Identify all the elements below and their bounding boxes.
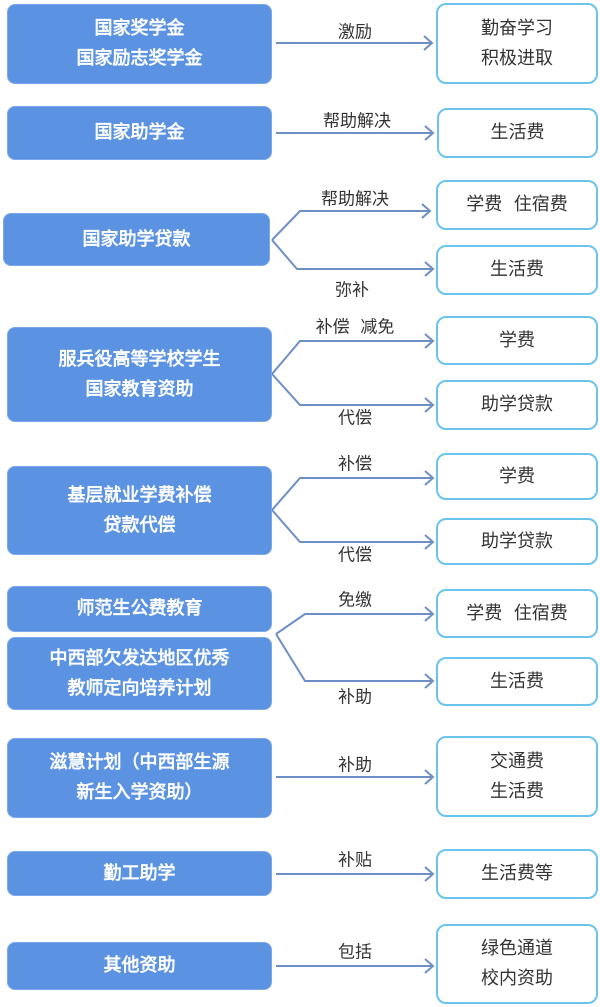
source-text: 国家奖学金 — [94, 18, 185, 39]
source-text: 师范生公费教育 — [76, 598, 203, 619]
source-box: 国家助学贷款 — [3, 213, 270, 266]
target-text: 生活费等 — [481, 863, 553, 884]
target-text: 勤奋学习 — [481, 17, 553, 39]
edge-label: 补助 — [338, 755, 372, 776]
target-box: 勤奋学习 积极进取 — [436, 3, 598, 84]
target-box: 交通费 生活费 — [436, 736, 598, 817]
target-text: 交通费 — [490, 750, 544, 772]
arrow-row8 — [276, 866, 435, 882]
source-box: 服兵役高等学校学生 国家教育资助 — [7, 327, 272, 422]
source-text: 贷款代偿 — [103, 514, 176, 536]
source-text: 中西部欠发达地区优秀 — [49, 647, 230, 669]
arrow-row6 — [275, 606, 435, 689]
target-box: 助学贷款 — [436, 518, 598, 565]
target-text: 校内资助 — [481, 968, 553, 989]
source-box: 国家奖学金 国家励志奖学金 — [7, 4, 272, 84]
source-text: 国家助学贷款 — [82, 228, 191, 250]
source-box: 师范生公费教育 — [7, 586, 272, 632]
source-text: 滋慧计划（中西部生源 — [49, 752, 230, 773]
edge-label: 帮助解决 — [323, 111, 391, 132]
arrow-row5 — [271, 470, 435, 550]
target-box: 学费 — [436, 316, 598, 365]
target-box: 生活费 — [437, 108, 598, 158]
source-box: 滋慧计划（中西部生源 新生入学资助） — [7, 738, 272, 818]
edge-label: 免缴 — [338, 590, 372, 611]
edge-label: 补偿 — [338, 454, 372, 475]
edge-label: 代偿 — [338, 545, 372, 566]
target-box: 生活费 — [436, 657, 598, 706]
target-box: 生活费等 — [436, 849, 598, 899]
source-box: 国家助学金 — [7, 106, 272, 160]
target-box: 学费 住宿费 — [436, 180, 598, 230]
source-text: 其他资助 — [103, 955, 176, 976]
source-text: 教师定向培养计划 — [67, 677, 212, 699]
edge-label: 补助 — [338, 687, 372, 708]
target-text: 积极进取 — [481, 47, 553, 69]
arrow-row9 — [276, 958, 435, 974]
source-box: 其他资助 — [7, 942, 272, 990]
source-text: 勤工助学 — [103, 862, 176, 884]
edge-label: 补贴 — [338, 850, 372, 871]
source-text: 新生入学资助） — [76, 782, 203, 803]
target-text: 生活费 — [490, 670, 544, 692]
source-text: 服兵役高等学校学生 — [58, 348, 221, 370]
edge-label: 激励 — [338, 22, 372, 43]
target-text: 学费 住宿费 — [466, 194, 568, 215]
target-text: 绿色通道 — [481, 938, 553, 959]
source-box: 勤工助学 — [7, 851, 272, 896]
target-box: 学费 住宿费 — [436, 589, 598, 638]
target-text: 生活费 — [490, 780, 544, 802]
arrow-row1 — [276, 35, 434, 51]
source-text: 基层就业学费补偿 — [67, 484, 212, 506]
target-box: 绿色通道 校内资助 — [436, 924, 598, 1004]
target-box: 学费 — [436, 453, 598, 500]
arrow-row4 — [271, 333, 435, 413]
edge-label: 补偿 减免 — [315, 317, 395, 338]
target-text: 学费 — [499, 465, 535, 487]
target-text: 学费 — [499, 329, 535, 351]
target-text: 生活费 — [490, 122, 545, 143]
target-text: 助学贷款 — [481, 394, 553, 415]
edge-label: 包括 — [338, 942, 372, 963]
arrow-row2 — [276, 125, 435, 141]
edge-label: 帮助解决 — [321, 189, 389, 210]
arrow-row3 — [271, 203, 435, 277]
target-box: 生活费 — [436, 245, 598, 295]
arrow-row7 — [276, 769, 435, 785]
target-text: 学费 住宿费 — [466, 602, 568, 624]
source-box: 基层就业学费补偿 贷款代偿 — [7, 466, 272, 555]
target-text: 生活费 — [490, 259, 544, 280]
edge-label: 弥补 — [335, 280, 369, 301]
edge-label: 代偿 — [338, 408, 372, 429]
source-text: 国家励志奖学金 — [76, 48, 203, 69]
source-box: 中西部欠发达地区优秀 教师定向培养计划 — [7, 637, 272, 710]
source-text: 国家教育资助 — [85, 378, 194, 400]
target-box: 助学贷款 — [436, 380, 598, 430]
source-text: 国家助学金 — [94, 122, 185, 143]
target-text: 助学贷款 — [481, 530, 553, 552]
